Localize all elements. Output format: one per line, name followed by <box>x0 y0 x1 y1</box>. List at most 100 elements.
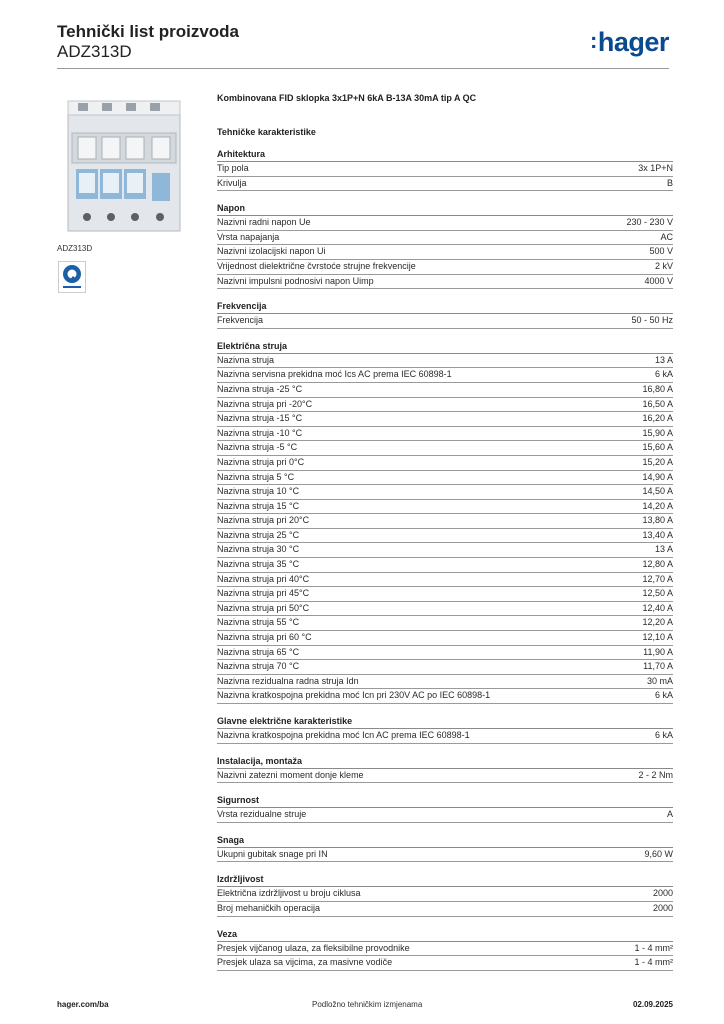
spec-label: Nazivna struja pri 45°C <box>217 588 310 599</box>
spec-row: Ukupni gubitak snage pri IN 9,60 W <box>217 848 673 863</box>
section-title: Napon <box>217 202 673 217</box>
spec-label: Nazivna struja pri 0°C <box>217 456 305 467</box>
spec-row: Vrsta napajanja AC <box>217 231 673 246</box>
section-title: Sigurnost <box>217 794 673 809</box>
spec-label: Nazivna struja pri 20°C <box>217 515 310 526</box>
spec-value: 9,60 W <box>644 848 673 859</box>
logo-text: hager <box>597 27 670 57</box>
spec-value: 3x 1P+N <box>638 163 673 173</box>
spec-value: 12,20 A <box>642 617 673 628</box>
spec-label: Nazivna struja pri 50°C <box>217 602 310 613</box>
spec-value: 13,40 A <box>642 529 673 540</box>
spec-value: 11,70 A <box>643 661 673 672</box>
footer-notice: Podložno tehničkim izmjenama <box>312 1000 423 1009</box>
header-divider <box>57 68 669 69</box>
section-title: Izdržljivost <box>217 873 673 888</box>
spec-row: Vrijednost dielektrične čvrstoće strujne… <box>217 260 673 275</box>
image-caption: ADZ313D <box>57 244 93 253</box>
spec-row: Električna izdržljivost u broju ciklusa 2… <box>217 887 673 902</box>
spec-label: Nazivna struja pri 40°C <box>217 573 310 584</box>
section-title: Snaga <box>217 834 673 848</box>
page-title: Tehnički list proizvoda <box>57 22 239 41</box>
spec-label: Nazivna struja 10 °C <box>217 486 300 497</box>
spec-label: Nazivna struja -10 °C <box>217 427 303 438</box>
spec-label: Nazivna struja -25 °C <box>217 383 303 394</box>
section-title: Arhitektura <box>217 148 673 162</box>
spec-label: Presjek ulaza sa vijcima, za masivne vod… <box>217 957 393 968</box>
spec-label: Nazivni radni napon Ue <box>217 217 311 228</box>
spec-label: Nazivni impulsni podnosivi napon Uimp <box>217 275 374 286</box>
section-title: Veza <box>217 928 673 942</box>
spec-row: Nazivna kratkospojna prekidna moć Icn AC… <box>217 729 673 744</box>
spec-value: 2 - 2 Nm <box>638 769 673 780</box>
spec-label: Nazivna struja 30 °C <box>217 544 300 555</box>
spec-value: 2000 <box>652 888 673 899</box>
spec-label: Nazivni izolacijski napon Ui <box>217 246 326 257</box>
spec-label: Nazivna struja 65 °C <box>217 646 300 657</box>
spec-value: 15,90 A <box>642 427 673 438</box>
logo-dots-icon: : <box>590 28 597 53</box>
spec-row: Nazivna struja 10 °C 14,50 A <box>217 485 673 500</box>
spec-value: B <box>666 177 673 188</box>
section-title: Instalacija, montaža <box>217 755 673 769</box>
spec-value: 1 - 4 mm² <box>634 957 673 968</box>
spec-label: Nazivna servisna prekidna moć Ics AC pre… <box>217 369 452 380</box>
spec-row: Nazivna servisna prekidna moć Ics AC pre… <box>217 368 673 383</box>
spec-value: 12,70 A <box>642 573 673 584</box>
spec-row: Nazivni impulsni podnosivi napon Uimp 400… <box>217 275 673 290</box>
spec-row: Nazivna struja 35 °C 12,80 A <box>217 558 673 573</box>
spec-label: Presjek vijčanog ulaza, za fleksibilne p… <box>217 942 410 953</box>
spec-value: AC <box>660 231 673 242</box>
product-image <box>60 93 190 243</box>
spec-label: Vrsta napajanja <box>217 231 280 242</box>
spec-value: 6 kA <box>654 369 673 380</box>
section-title: Frekvencija <box>217 300 673 315</box>
spec-label: Nazivna struja 25 °C <box>217 529 300 540</box>
spec-value: 16,20 A <box>642 413 673 424</box>
spec-label: Ukupni gubitak snage pri IN <box>217 848 328 859</box>
spec-label: Električna izdržljivost u broju ciklusa <box>217 888 361 899</box>
spec-value: 14,50 A <box>642 486 673 497</box>
spec-row: Nazivna struja 25 °C 13,40 A <box>217 529 673 544</box>
hager-logo: :hager <box>590 27 669 56</box>
spec-value: 50 - 50 Hz <box>631 315 673 326</box>
section-title: Električna struja <box>217 340 673 354</box>
spec-value: 16,50 A <box>642 398 673 409</box>
spec-value: 6 kA <box>654 730 673 740</box>
spec-value: A <box>666 809 673 820</box>
spec-value: 15,60 A <box>642 442 673 453</box>
spec-label: Nazivna struja 35 °C <box>217 559 300 570</box>
spec-label: Nazivna struja 55 °C <box>217 617 300 628</box>
spec-label: Nazivna kratkospojna prekidna moć Icn pr… <box>217 690 491 701</box>
section-title: Glavne električne karakteristike <box>217 715 673 729</box>
spec-label: Nazivni zatezni moment donje kleme <box>217 769 364 780</box>
spec-label: Nazivna kratkospojna prekidna moć Icn AC… <box>217 730 470 740</box>
spec-value: 13 A <box>654 544 673 555</box>
spec-label: Nazivna struja pri 60 °C <box>217 632 312 643</box>
spec-value: 12,80 A <box>642 559 673 570</box>
spec-row: Presjek vijčanog ulaza, za fleksibilne p… <box>217 942 673 957</box>
spec-value: 12,50 A <box>642 588 673 599</box>
spec-value: 11,90 A <box>643 646 673 657</box>
spec-row: Nazivna struja 30 °C 13 A <box>217 543 673 559</box>
spec-value: 4000 V <box>644 275 673 286</box>
